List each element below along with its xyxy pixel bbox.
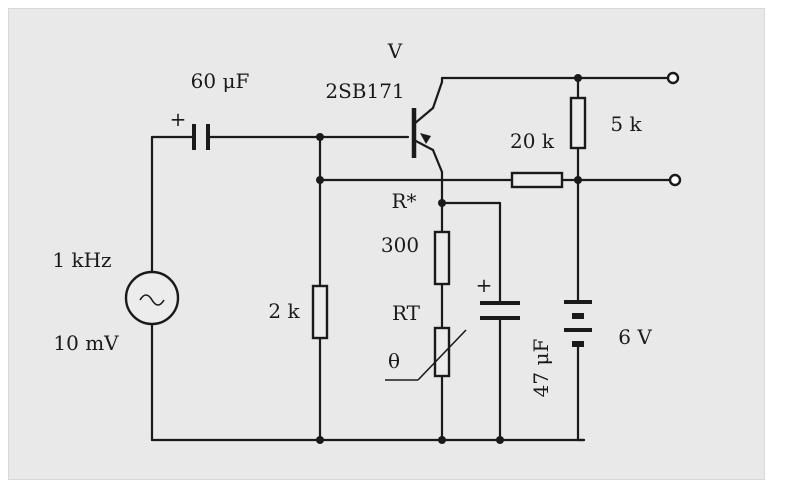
battery-label: 6 V — [618, 325, 652, 349]
feedback-resistor-label: 20 k — [510, 129, 555, 153]
thermistor-label: RT — [392, 301, 421, 325]
emitter-wire-a — [431, 148, 444, 174]
source-frequency-label: 1 kHz — [52, 248, 111, 272]
transistor-type-label: 2SB171 — [325, 79, 404, 103]
feedback-resistor-symbol — [510, 171, 564, 189]
emitter-capacitor-plus: + — [476, 273, 493, 297]
sine-wave-icon — [139, 294, 165, 306]
junction-dots — [316, 74, 582, 444]
output-terminal-bottom — [668, 173, 682, 187]
theta-label: θ — [388, 349, 400, 373]
input-capacitor-label: 60 μF — [191, 69, 250, 93]
collector-resistor-label: 5 k — [610, 112, 642, 136]
collector-wire-a — [431, 80, 444, 110]
emitter-resistor-symbol — [433, 230, 451, 286]
emitter-capacitor-label: 47 μF — [529, 339, 553, 398]
battery-symbol — [564, 300, 592, 357]
base-resistor-label: 2 k — [268, 299, 300, 323]
base-resistor-symbol — [311, 284, 329, 340]
emitter-capacitor-symbol — [480, 301, 520, 320]
collector-resistor-symbol — [569, 96, 587, 150]
emitter-node-label: R* — [391, 189, 416, 213]
source-amplitude-label: 10 mV — [53, 331, 119, 355]
emitter-arrow-icon — [420, 133, 431, 144]
input-capacitor-symbol — [192, 124, 210, 150]
transistor-symbol — [411, 106, 435, 158]
schematic-paper — [8, 8, 765, 480]
transistor-ref-label: V — [387, 39, 403, 63]
output-terminal-top — [666, 71, 680, 85]
input-capacitor-plus: + — [170, 107, 187, 131]
thermistor-symbol — [385, 326, 467, 381]
wires — [150, 76, 674, 442]
ac-source-symbol — [124, 270, 180, 326]
emitter-resistor-label: 300 — [381, 233, 419, 257]
